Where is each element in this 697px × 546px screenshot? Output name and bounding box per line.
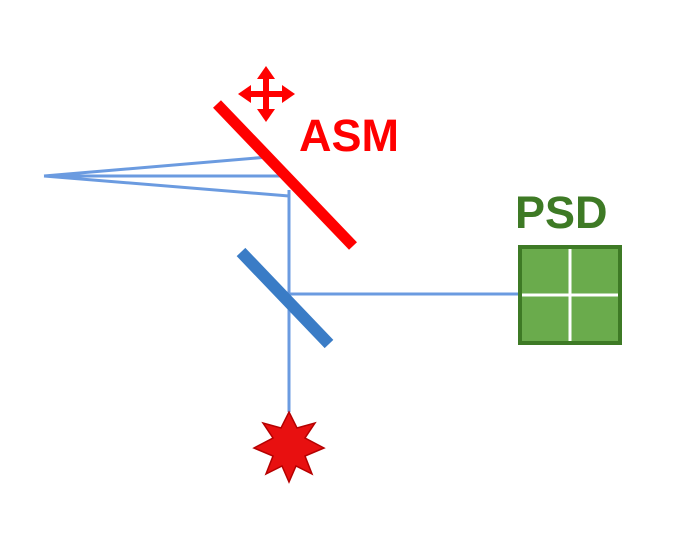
beamsplitter xyxy=(236,247,334,349)
psd-detector xyxy=(518,245,622,345)
beam-paths xyxy=(43,155,522,412)
beam-asm-reflect-lower xyxy=(43,174,290,198)
beam-asm-reflect-upper xyxy=(43,155,269,178)
asm-label: ASM xyxy=(299,110,399,161)
four-way-arrow-icon xyxy=(238,66,295,122)
starburst-icon xyxy=(252,410,326,484)
asm-mirror xyxy=(213,100,357,250)
psd-label: PSD xyxy=(515,187,608,238)
